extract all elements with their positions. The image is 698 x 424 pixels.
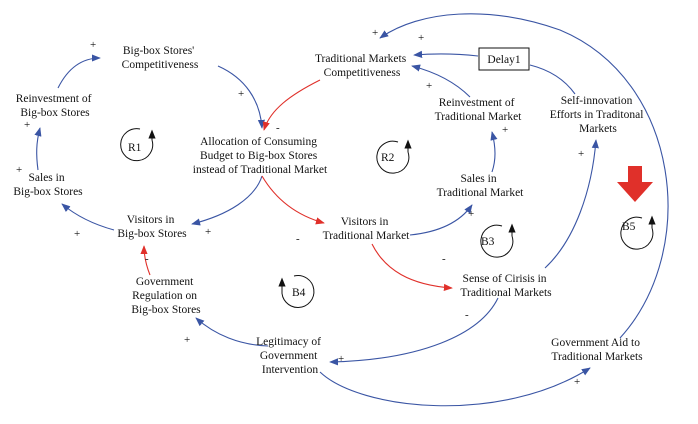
sign-plus: +: [205, 226, 211, 238]
sign-plus: +: [502, 124, 508, 136]
node-sales-bigbox: Sales in Big-box Stores: [13, 172, 83, 198]
node-reinvestment-bigbox: Reinvestment of Big-box Stores: [16, 93, 95, 119]
delay-label: Delay1: [487, 54, 520, 66]
link-gov-reg-to-visitors-bigbox: [140, 245, 151, 276]
sign-minus: -: [465, 309, 469, 321]
sign-plus: +: [426, 80, 432, 92]
sign-plus: +: [90, 39, 96, 51]
link-allocation-to-visitors-trad: [261, 175, 325, 225]
loop-b4-label: B4: [292, 287, 306, 299]
node-bigbox-competitiveness: Big-box Stores' Competitiveness: [122, 45, 199, 71]
loop-r2: R2: [376, 139, 412, 174]
loop-b5-circle: [620, 216, 654, 250]
loop-b5-label: B5: [622, 221, 636, 233]
link-trad-comp-to-allocation: [262, 79, 321, 131]
node-traditional-competitiveness: Traditional Markets Competitiveness: [315, 53, 409, 79]
link-crisis-to-legitimacy: [329, 297, 499, 366]
link-visitors-trad-to-sales-trad: [409, 204, 473, 236]
link-reinvest-trad-to-trad-comp: [411, 64, 471, 98]
loop-r1: R1: [120, 128, 156, 162]
loop-b3: B3: [480, 223, 516, 258]
node-visitors-bigbox: Visitors in Big-box Stores: [117, 214, 187, 240]
loop-b3-circle: [480, 224, 514, 258]
sign-plus: +: [74, 228, 80, 240]
loop-b5: B5: [620, 215, 656, 250]
link-visitors-bigbox-to-sales-bigbox: [61, 203, 115, 231]
loop-r2-label: R2: [381, 152, 395, 164]
node-sense-of-crisis: Sense of Cirisis in Traditional Markets: [460, 273, 552, 299]
link-sales-bigbox-to-reinvest: [34, 127, 42, 171]
sign-minus: -: [276, 122, 280, 134]
sign-minus: -: [296, 233, 300, 245]
link-visitors-trad-to-crisis: [371, 243, 453, 292]
loop-r1-circle: [120, 128, 154, 162]
sign-plus: +: [238, 88, 244, 100]
sign-plus: +: [372, 27, 378, 39]
loop-r1-label: R1: [128, 142, 142, 154]
node-visitors-traditional: Visitors in Traditional Market: [323, 216, 411, 242]
link-legitimacy-to-gov-aid: [319, 367, 591, 407]
highlight-arrow-icon: [617, 166, 653, 202]
sign-plus: +: [338, 353, 344, 365]
link-bigbox-comp-to-allocation: [217, 65, 266, 129]
node-sales-traditional: Sales in Traditional Market: [437, 173, 525, 199]
node-self-innovation: Self-innovation Efforts in Traditonal Ma…: [550, 95, 647, 135]
sign-plus: +: [418, 32, 424, 44]
sign-minus: -: [442, 253, 446, 265]
node-reinvestment-traditional: Reinvestment of Traditional Market: [435, 97, 523, 123]
sign-plus: +: [184, 334, 190, 346]
delay-box: [478, 47, 530, 71]
loop-b4: B4: [278, 275, 315, 308]
sign-plus: +: [24, 119, 30, 131]
sign-plus: +: [16, 164, 22, 176]
loop-r2-circle: [376, 140, 410, 174]
sign-plus: +: [578, 148, 584, 160]
link-crisis-to-self-innov: [544, 139, 599, 269]
sign-plus: +: [574, 376, 580, 388]
link-sales-trad-to-reinvest-trad: [490, 131, 498, 173]
link-reinvest-to-bigbox-comp: [57, 54, 101, 89]
sign-plus: +: [468, 208, 474, 220]
loop-b4-circle: [281, 275, 315, 308]
link-delay-to-trad-comp: [413, 50, 479, 58]
sign-minus: -: [145, 253, 149, 265]
loop-b3-label: B3: [481, 236, 495, 248]
node-allocation-budget: Allocation of Consuming Budget to Big-bo…: [193, 136, 328, 176]
link-legitimacy-to-gov-reg: [195, 317, 269, 347]
link-allocation-to-visitors-bigbox: [191, 175, 263, 226]
node-government-aid: Government Aid to Traditional Markets: [551, 337, 643, 363]
node-government-regulation: Government Regulation on Big-box Stores: [131, 276, 201, 316]
node-legitimacy: Legitimacy of Government Intervention: [256, 336, 324, 376]
link-gov-aid-to-trad-comp: [379, 13, 669, 339]
link-self-innov-to-delay: [529, 64, 576, 95]
